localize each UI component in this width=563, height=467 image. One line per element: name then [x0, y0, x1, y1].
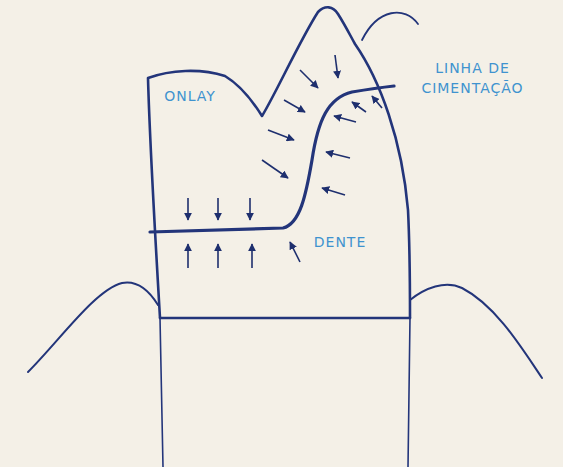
part-label: ONLAY [150, 86, 230, 106]
callout-label: LINHA DE CIMENTAÇÃO [405, 58, 540, 98]
part-label: DENTE [300, 232, 380, 252]
gum-line [410, 285, 542, 378]
force-arrows [188, 55, 382, 268]
root-line [160, 318, 163, 467]
cementation-line [150, 86, 394, 232]
root-line [408, 318, 410, 467]
cervical-line [160, 317, 410, 320]
gum-line [28, 283, 158, 372]
leader-line [362, 13, 418, 40]
crown-outline [148, 7, 410, 318]
